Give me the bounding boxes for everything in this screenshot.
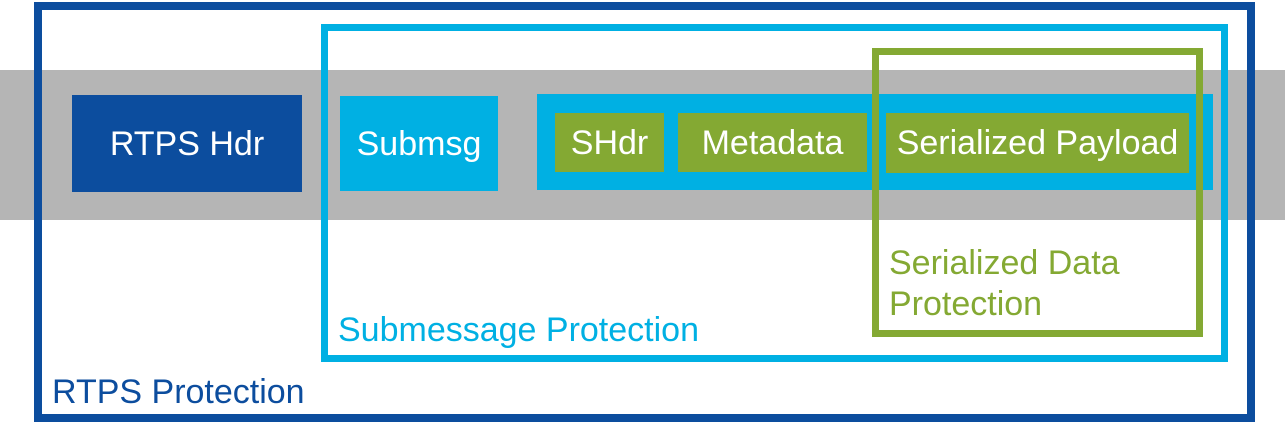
metadata-label: Metadata (701, 123, 844, 162)
metadata-box: Metadata (678, 113, 867, 172)
serialized-data-protection-frame (872, 48, 1203, 337)
shdr-label: SHdr (570, 123, 649, 162)
submsg-label: Submsg (356, 124, 482, 163)
shdr-box: SHdr (555, 113, 664, 172)
rtps-hdr-box: RTPS Hdr (72, 95, 302, 192)
serialized-payload-box: Serialized Payload (886, 113, 1189, 173)
rtps-protection-frame (34, 2, 1255, 422)
rtps-protection-label: RTPS Protection (52, 373, 305, 411)
submessage-protection-frame (321, 24, 1228, 362)
serialized-data-protection-label: Serialized Data Protection (889, 244, 1120, 323)
serialized-payload-label: Serialized Payload (896, 124, 1179, 162)
submsg-box: Submsg (340, 96, 498, 191)
submessage-protection-label: Submessage Protection (338, 311, 699, 349)
rtps-hdr-label: RTPS Hdr (109, 124, 265, 163)
